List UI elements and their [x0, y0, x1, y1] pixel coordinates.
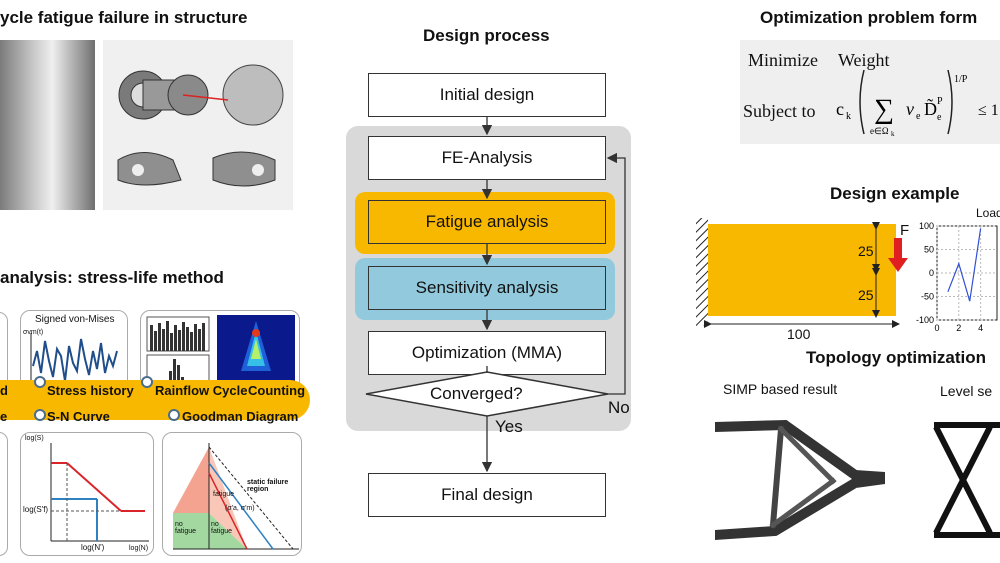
svg-text:ν: ν	[906, 99, 914, 119]
levelset-result	[933, 422, 1000, 538]
load-chart-ytick: -100	[916, 315, 934, 325]
design-process-title: Design process	[423, 26, 550, 45]
svg-text:∑: ∑	[874, 94, 894, 125]
sn-label-n: log(N')	[81, 543, 105, 552]
goodman-nofatigue-left: no fatigue	[175, 521, 197, 535]
svg-text:D̃: D̃	[924, 97, 937, 119]
load-chart-xtick: 4	[978, 323, 983, 333]
load-chart-title: Load	[976, 206, 1000, 220]
stress-history-label: Signed von-Mises	[35, 314, 115, 325]
fatigue-failure-title: ycle fatigue failure in structure	[0, 8, 248, 27]
timeline-dot-sn	[34, 409, 46, 421]
minimize-keyword: Minimize	[748, 50, 818, 70]
load-chart-ytick: 100	[919, 221, 934, 231]
force-arrow	[888, 238, 908, 272]
minimize-value: Weight	[838, 50, 890, 70]
sensitivity-analysis-box: Sensitivity analysis	[368, 266, 606, 310]
svg-text:c: c	[836, 99, 844, 119]
timeline-step-stress-history: Stress history	[47, 383, 134, 398]
fe-analysis-box: FE-Analysis	[368, 136, 606, 180]
dim-bottom: 25	[858, 287, 874, 303]
formula-panel	[740, 40, 1000, 144]
dim-top: 25	[858, 243, 874, 259]
goodman-region-label: static failure region	[247, 479, 289, 493]
timeline-step-counting: Counting	[248, 383, 306, 398]
no-label: No	[608, 398, 630, 417]
timeline-dot-rainflow	[141, 376, 153, 388]
sn-curve-thumb: log(S) log(N) log(S'f) log(N')	[20, 432, 154, 556]
dim-width: 100	[787, 326, 811, 342]
goodman-point-label: (σ'a, σ'm)	[225, 505, 255, 512]
stress-history-axis: σvm(t)	[23, 329, 44, 336]
design-example-title: Design example	[830, 184, 960, 203]
load-chart-xtick: 2	[956, 323, 961, 333]
svg-text:P: P	[937, 96, 943, 107]
fatigue-analysis-box: Fatigue analysis	[368, 200, 606, 244]
timeline-step-rainflow: Rainflow Cycle	[155, 383, 248, 398]
initial-design-box: Initial design	[368, 73, 606, 117]
svg-text:e: e	[937, 112, 942, 123]
simp-label: SIMP based result	[723, 381, 838, 397]
load-chart-ytick: 50	[924, 245, 934, 255]
chain-link-photo	[103, 40, 293, 210]
design-example-beam	[696, 218, 908, 328]
load-chart-xtick: 0	[934, 323, 939, 333]
timeline-step-d: d	[0, 383, 8, 398]
sn-label-b: log(S'f)	[23, 505, 49, 514]
goodman-thumb: static failure region fatigue (σ'a, σ'm)…	[162, 432, 302, 556]
sn-axis-x: log(N)	[129, 545, 149, 552]
timeline-step-goodman: Goodman Diagram	[182, 409, 299, 424]
cracked-part-photo	[0, 40, 95, 210]
goodman-plot	[173, 443, 299, 550]
svg-text:1/P: 1/P	[954, 74, 968, 85]
timeline-step-sn-curve: S-N Curve	[47, 409, 110, 424]
simp-result	[715, 419, 885, 541]
svg-text:e: e	[916, 111, 921, 122]
sn-curve-plot	[50, 443, 149, 542]
final-design-box: Final design	[368, 473, 606, 517]
levelset-label: Level se	[940, 383, 993, 399]
svg-text:e∈Ω: e∈Ω	[870, 126, 889, 136]
timeline-dot-stress	[34, 376, 46, 388]
svg-text:k: k	[846, 111, 851, 122]
load-chart-ytick: -50	[921, 292, 934, 302]
load-chart-ytick: 0	[929, 268, 934, 278]
converged-label: Converged?	[430, 384, 523, 403]
svg-text:≤ 1: ≤ 1	[978, 102, 999, 119]
sn-axis-y: log(S)	[25, 435, 44, 442]
subject-keyword: Subject to	[743, 101, 816, 121]
chain-link-drawing	[117, 64, 284, 187]
timeline-dot-goodman	[168, 409, 180, 421]
yes-label: Yes	[495, 417, 523, 436]
goodman-nofatigue-mid: no fatigue	[211, 521, 233, 535]
load-series-line	[947, 228, 982, 302]
goodman-fatigue-label: fatigue	[213, 491, 235, 498]
timeline-step-e: e	[0, 409, 8, 424]
constraint-formula: c k ∑ e∈Ω k ν e D̃ P e 1/P ≤ 1	[836, 69, 999, 138]
stress-life-title: analysis: stress-life method	[0, 268, 224, 287]
timeline-bar	[0, 380, 310, 420]
topology-title: Topology optimization	[806, 348, 987, 367]
optimization-problem-title: Optimization problem form	[760, 8, 978, 27]
svg-text:k: k	[891, 130, 895, 138]
force-label: F	[900, 222, 910, 239]
